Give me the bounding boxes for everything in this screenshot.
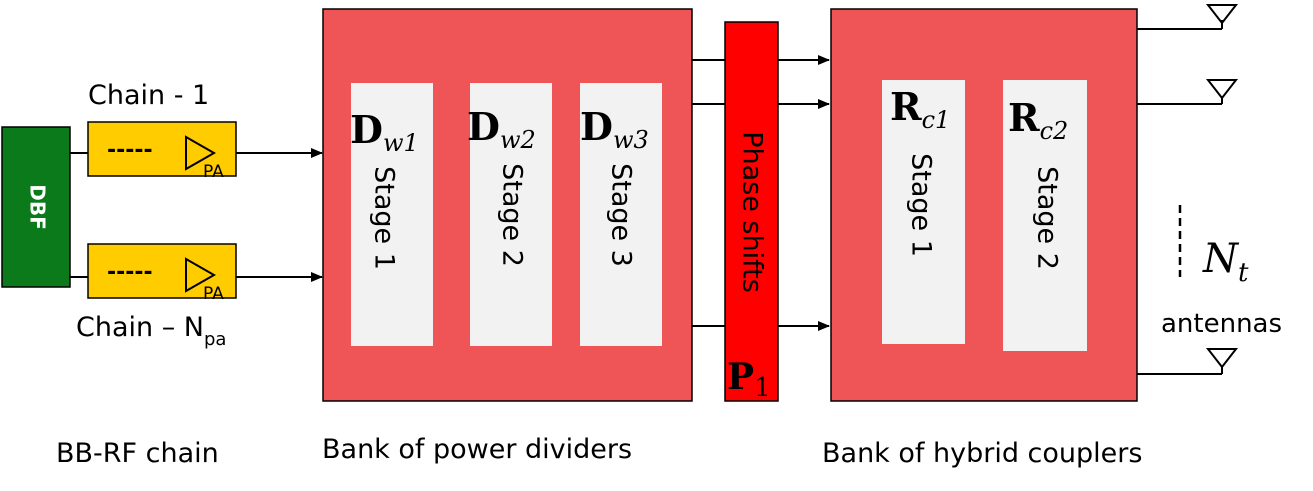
phase-shifts-section: Phase shifts P1	[692, 21, 830, 403]
coupler-stage-1-panel	[882, 80, 965, 344]
chain-1-block	[87, 121, 237, 177]
divider-stage-2-panel	[470, 83, 552, 346]
coupler-stage-1-symbol: Rc1	[890, 84, 950, 134]
phase-shifts-symbol: P1	[727, 356, 771, 403]
power-dividers-caption: Bank of power dividers	[322, 434, 632, 465]
bbrf-section: DBF Chain - 1 ----- PA ----- PA Chain – …	[1, 80, 323, 469]
chain-1-pa-label: PA	[203, 162, 224, 182]
coupler-stage-2-symbol: Rc2	[1008, 95, 1068, 145]
chain-n-pa-label: PA	[203, 284, 224, 304]
antenna-icon	[1205, 4, 1239, 25]
pa-amplifier-icon	[185, 135, 217, 171]
divider-stage-3-label: Stage 3	[606, 163, 637, 267]
phase-shifts-block	[724, 21, 779, 402]
divider-stage-1-symbol: Dw1	[350, 107, 419, 157]
chain-1-label: Chain - 1	[88, 80, 209, 111]
power-dividers-section: Dw1 Stage 1 Dw2 Stage 2 Dw3 Stage 3 Bank…	[322, 8, 693, 465]
chain-n-subscript: pa	[204, 329, 226, 350]
coupler-stage-1-label: Stage 1	[906, 153, 937, 257]
hybrid-couplers-section: Rc1 Stage 1 Rc2 Stage 2 Bank of hybrid c…	[822, 8, 1142, 469]
dbf-label: DBF	[26, 184, 50, 230]
divider-stage-1-label: Stage 1	[369, 166, 400, 270]
bbrf-caption: BB-RF chain	[56, 438, 219, 469]
chain-n-dashes: -----	[107, 260, 153, 285]
chain-1-dashes: -----	[107, 138, 153, 163]
antenna-icon	[1205, 348, 1239, 369]
divider-stage-3-panel	[580, 83, 662, 346]
antennas-section: Nt antennas	[1137, 4, 1282, 375]
divider-stage-2-label: Stage 2	[497, 163, 528, 267]
antennas-label: antennas	[1161, 309, 1282, 339]
hybrid-couplers-bank	[830, 8, 1138, 402]
chain-n-label: Chain – Npa	[76, 312, 226, 350]
antenna-count-symbol: Nt	[1202, 236, 1249, 288]
divider-stage-2-symbol: Dw2	[467, 104, 536, 154]
divider-stage-1-panel	[351, 83, 433, 346]
chain-n-block	[87, 243, 237, 299]
coupler-stage-2-label: Stage 2	[1032, 166, 1063, 270]
divider-stage-3-symbol: Dw3	[580, 104, 649, 154]
phase-shifts-label: Phase shifts	[737, 131, 768, 293]
antenna-icon	[1205, 79, 1239, 100]
dbf-block	[1, 126, 71, 288]
hybrid-couplers-caption: Bank of hybrid couplers	[822, 438, 1142, 469]
coupler-stage-2-panel	[1003, 80, 1087, 351]
pa-amplifier-icon	[185, 257, 217, 293]
